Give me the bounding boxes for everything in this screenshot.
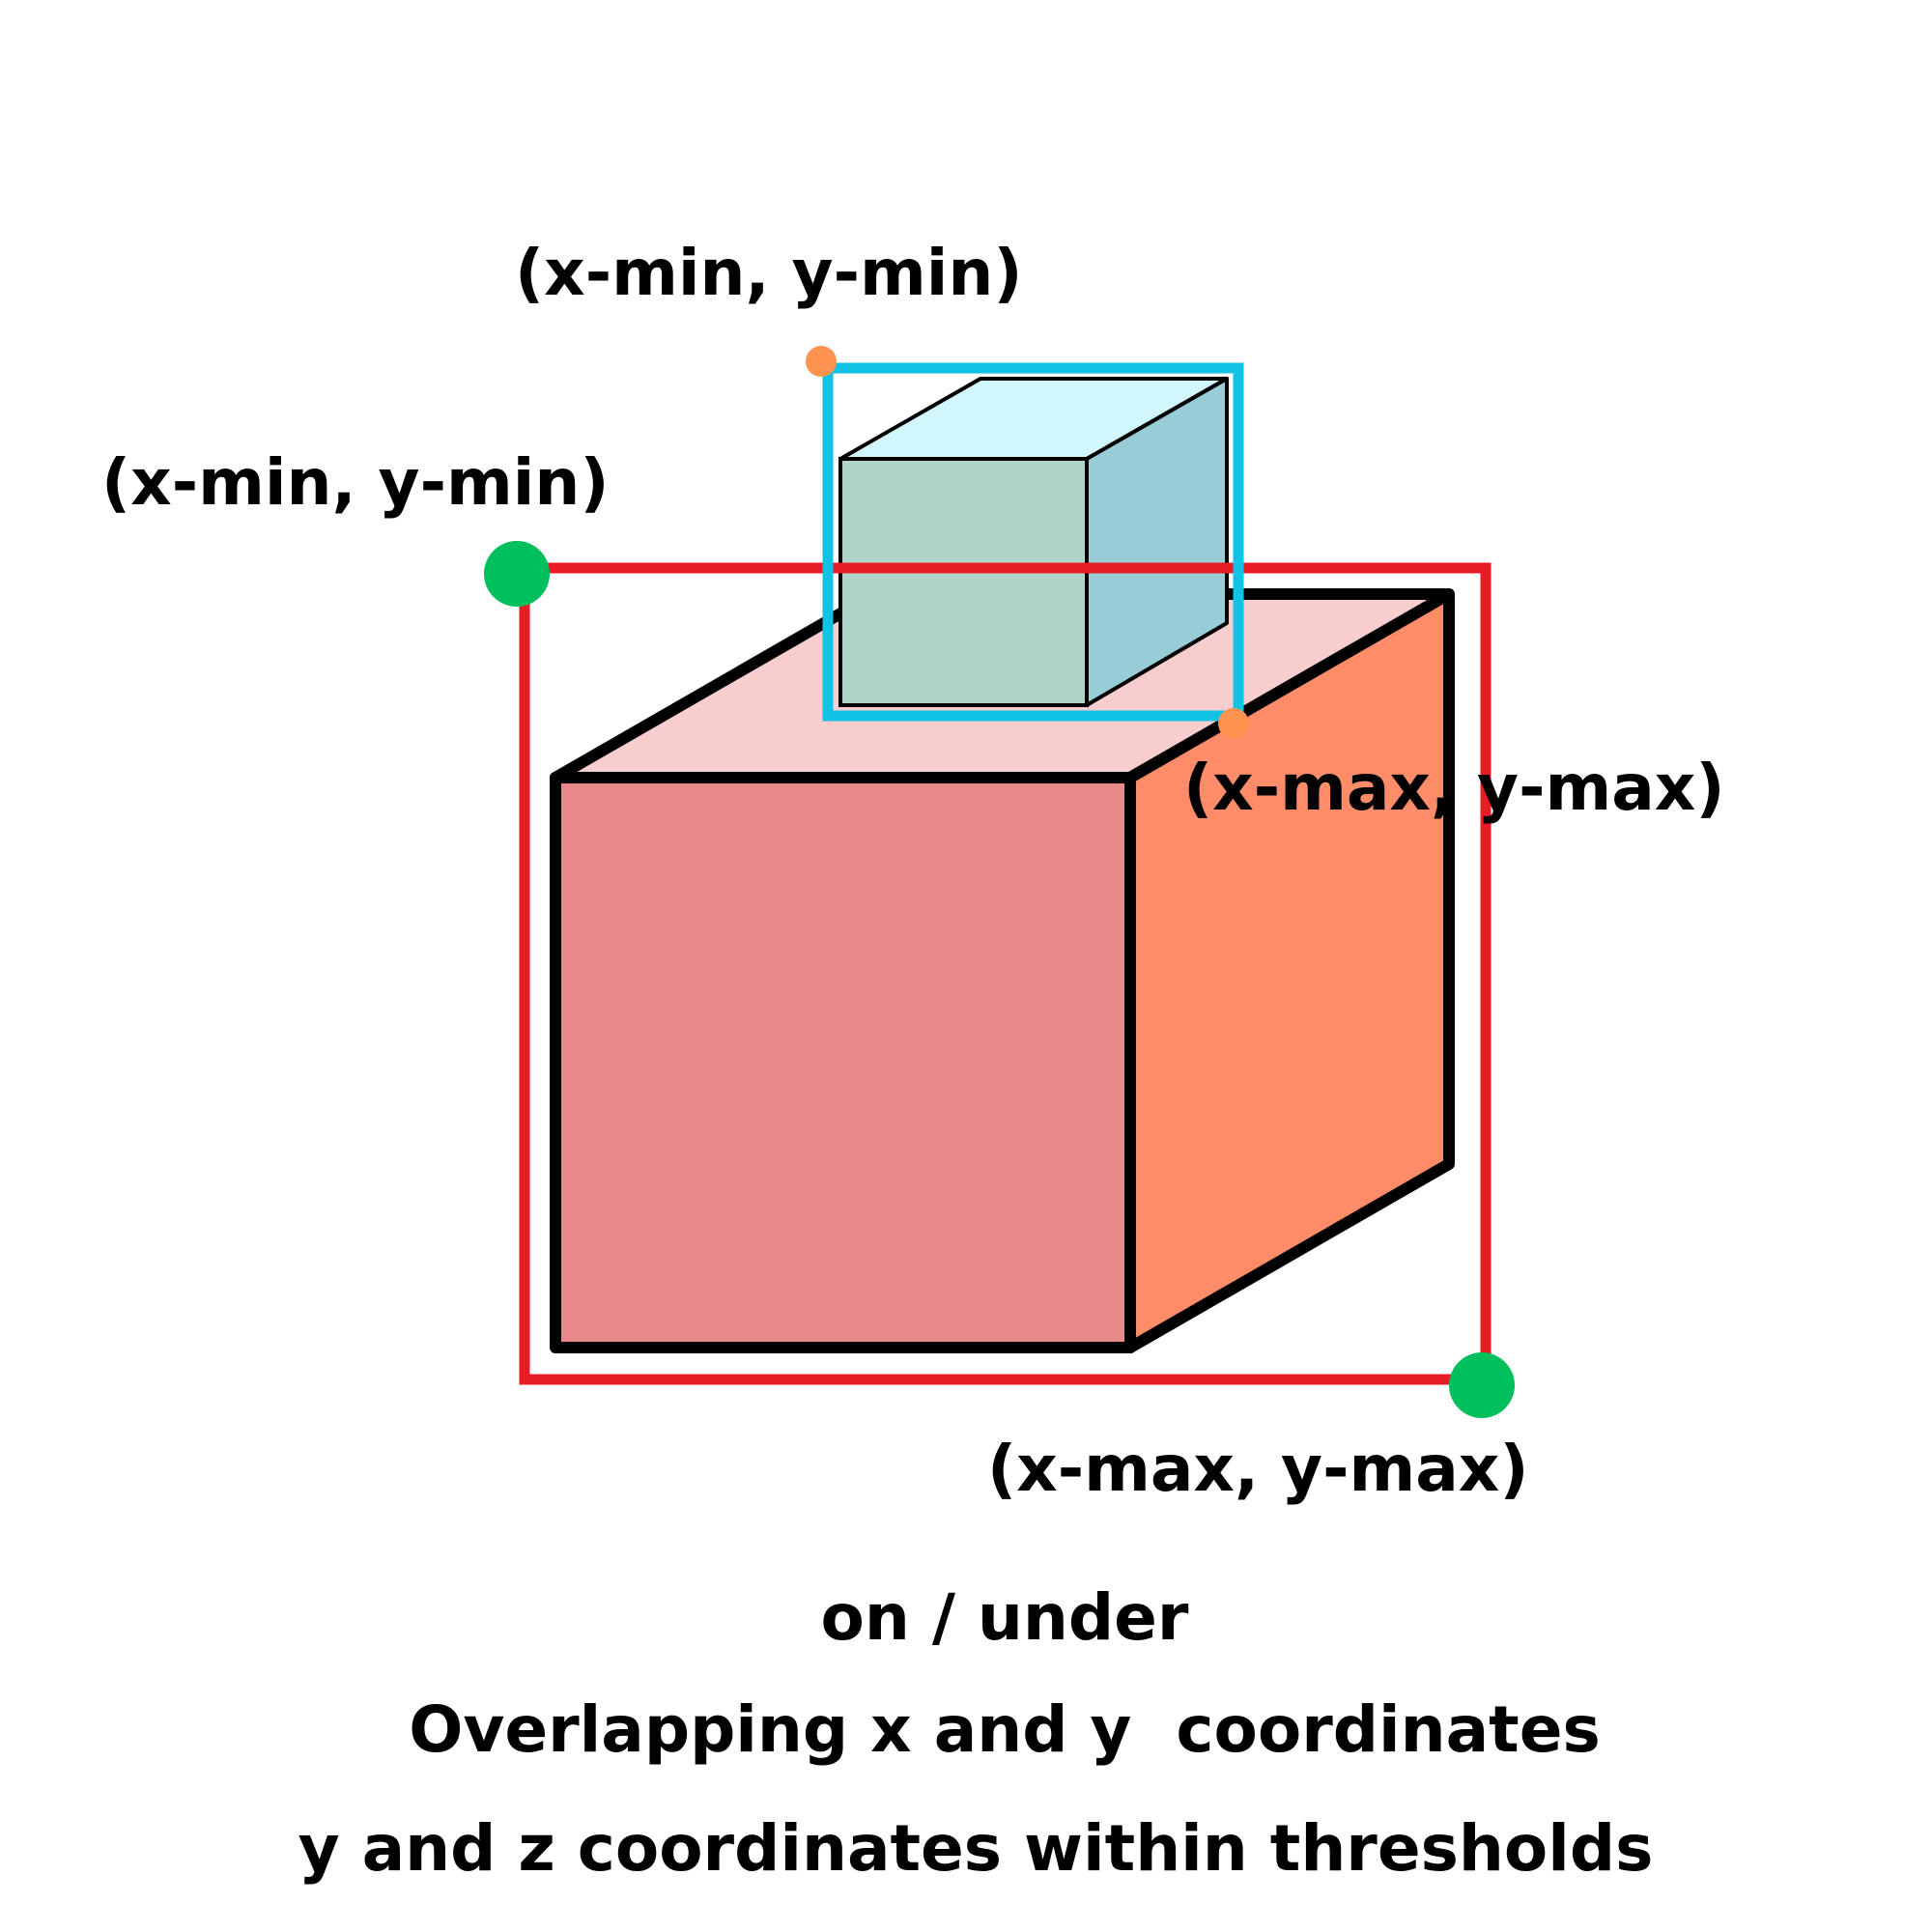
large-box-min-corner-marker (484, 541, 550, 607)
small-box-min-corner-marker (806, 346, 837, 377)
large-cube-front-face (550, 772, 1136, 1353)
large-bounding-box (519, 562, 1492, 1385)
large-cube (550, 588, 1455, 1353)
large-box-max-corner-marker (1449, 1352, 1515, 1418)
caption-line-2: Overlapping x and y coordinates (409, 1692, 1601, 1767)
small-box-max-corner-marker (1218, 708, 1249, 739)
small-cube-front-face (838, 457, 1089, 707)
small-box-max-label: (x-max, y-max) (1183, 751, 1725, 825)
large-box-min-label: (x-min, y-min) (101, 445, 610, 520)
small-bounding-box (822, 362, 1244, 722)
small-box-min-label: (x-min, y-min) (515, 236, 1023, 310)
caption-line-1: on / under (821, 1580, 1189, 1655)
large-box-max-label: (x-max, y-max) (987, 1432, 1529, 1506)
small-cube (838, 377, 1229, 707)
caption-line-3: y and z coordinates within thresholds (298, 1811, 1654, 1886)
